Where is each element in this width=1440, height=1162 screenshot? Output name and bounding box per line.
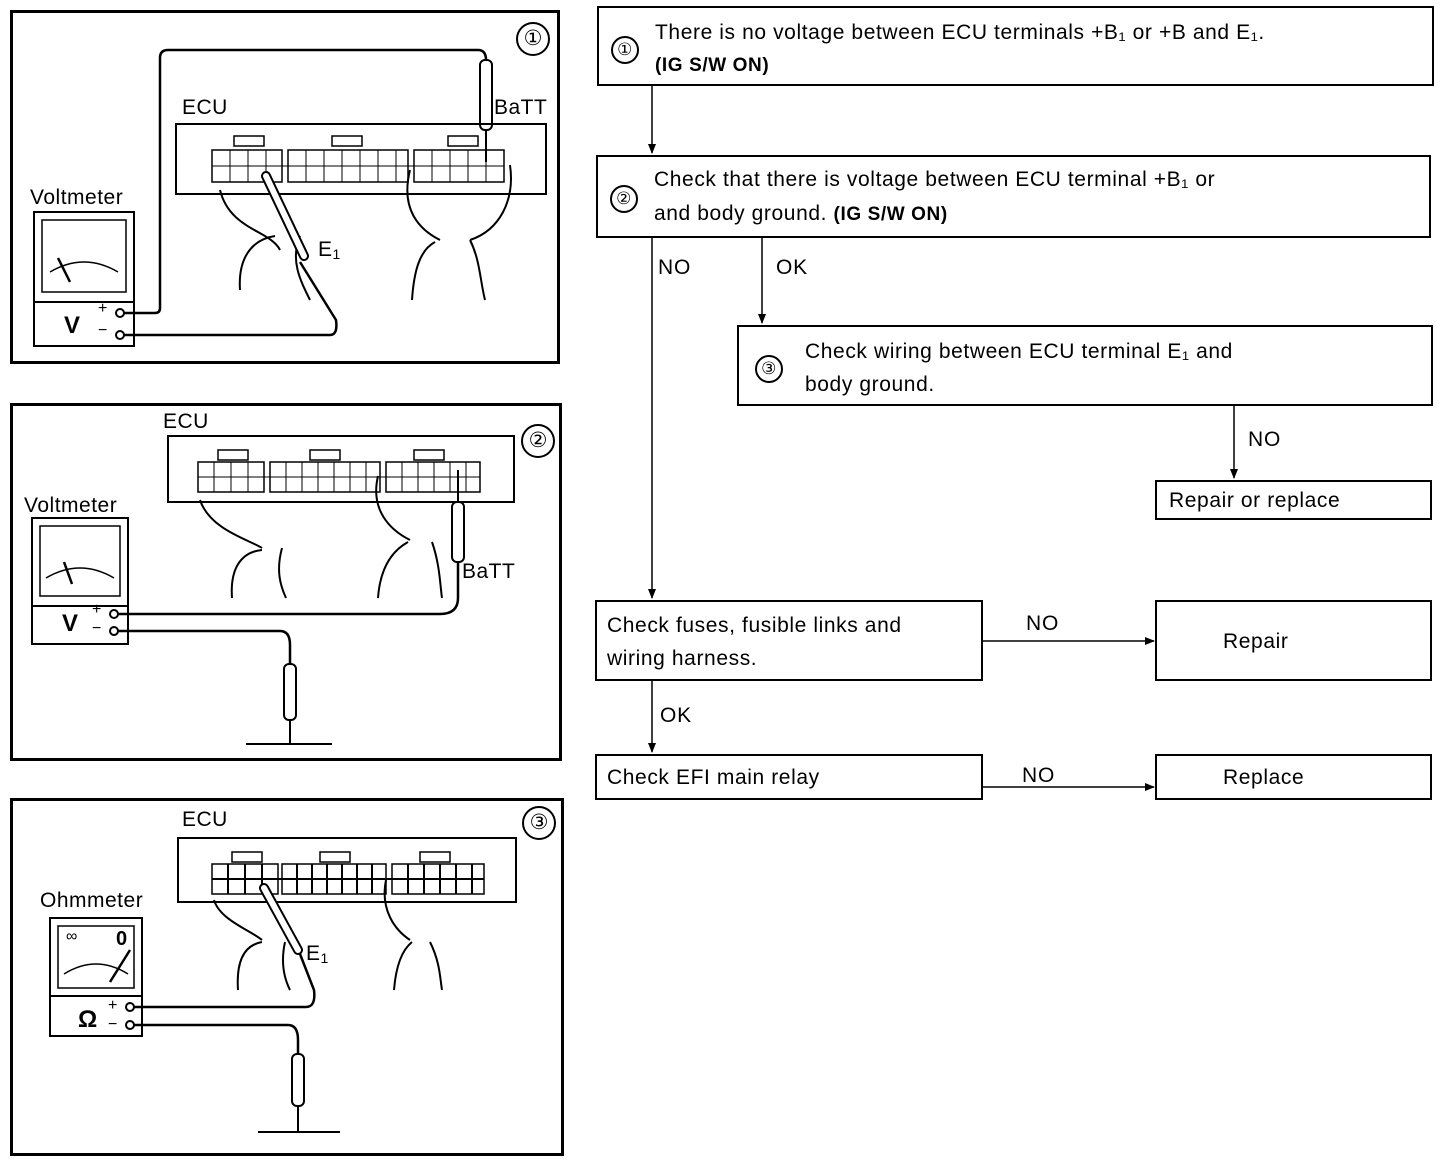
flow-step-1-box: ① There is no voltage between ECU termin… xyxy=(597,6,1434,86)
flow-step-3-box: ③ Check wiring between ECU terminal E₁ a… xyxy=(737,325,1433,406)
flow-step-1-line1: There is no voltage between ECU terminal… xyxy=(655,21,1265,44)
panel-2-minus-terminal-label: − xyxy=(92,620,102,637)
panel-3-ecu-label: ECU xyxy=(182,808,228,831)
panel-3-minus-terminal-label: − xyxy=(108,1016,118,1033)
flow-check-efi-relay-box: Check EFI main relay xyxy=(595,754,983,800)
panel-2-plus-terminal-label: + xyxy=(92,601,102,618)
flow-label-no-fuses: NO xyxy=(1026,612,1060,635)
flow-label-ok-step2: OK xyxy=(776,256,808,279)
flow-label-no-step2: NO xyxy=(658,256,692,279)
flow-check-fuses-box: Check fuses, fusible links and wiring ha… xyxy=(595,600,983,681)
panel-1-probe-leads xyxy=(124,48,493,337)
flow-step-1-number: ① xyxy=(611,36,639,64)
panel-2-probe-leads xyxy=(118,470,465,745)
panel-2-meter-symbol: V xyxy=(62,610,79,637)
flow-repair-or-replace-box: Repair or replace xyxy=(1155,480,1432,520)
panel-1-batt-label: BaTT xyxy=(494,96,548,119)
panel-2-batt-label: BaTT xyxy=(462,560,516,583)
panel-2-voltmeter-label: Voltmeter xyxy=(24,494,118,517)
panel-1-minus-terminal-label: − xyxy=(98,322,108,339)
flow-check-fuses-line1: Check fuses, fusible links and xyxy=(607,614,902,637)
panel-2-ecu-unit xyxy=(167,435,515,503)
flow-step-2-number: ② xyxy=(610,185,638,213)
flow-repair-box: Repair xyxy=(1155,600,1432,681)
panel-3-scale-infinity-label: ∞ xyxy=(66,928,78,945)
flow-repair-text: Repair xyxy=(1223,630,1289,653)
panel-3-resistance-check-illustration xyxy=(10,798,564,1156)
panel-2-voltmeter xyxy=(31,517,129,645)
panel-3-meter-symbol: Ω xyxy=(78,1006,98,1033)
flow-step-2-line2: and body ground. (IG S/W ON) xyxy=(654,202,948,225)
panel-1-voltage-check-illustration xyxy=(10,10,560,364)
panel-3-ohmmeter-label: Ohmmeter xyxy=(40,889,144,912)
flow-label-ok-fuses: OK xyxy=(660,704,692,727)
panel-3-wire-harness xyxy=(213,879,443,991)
panel-1-voltmeter-label: Voltmeter xyxy=(30,186,124,209)
panel-1-meter-symbol: V xyxy=(64,312,81,339)
flow-check-fuses-line2: wiring harness. xyxy=(607,647,758,670)
panel-3-ohmmeter xyxy=(49,917,143,1037)
panel-2-ecu-label: ECU xyxy=(163,410,209,433)
panel-3-ecu-unit xyxy=(177,837,517,903)
flow-check-efi-relay-text: Check EFI main relay xyxy=(607,766,820,789)
panel-3-number: ③ xyxy=(522,806,556,840)
panel-1-ecu-unit xyxy=(175,123,547,195)
panel-3-probe-leads xyxy=(134,883,340,1133)
panel-1-ecu-label: ECU xyxy=(182,96,228,119)
flow-step-3-line1: Check wiring between ECU terminal E₁ and xyxy=(805,340,1233,363)
flow-step-3-number: ③ xyxy=(755,355,783,383)
panel-2-number: ② xyxy=(521,424,555,458)
panel-1-plus-terminal-label: + xyxy=(98,300,108,317)
panel-2-voltage-check-illustration xyxy=(10,403,562,761)
panel-2-wire-harness xyxy=(199,475,443,599)
flow-replace-box: Replace xyxy=(1155,754,1432,800)
panel-1-e1-label: E1 xyxy=(318,238,341,262)
panel-3-e1-label: E1 xyxy=(306,942,329,966)
flow-replace-text: Replace xyxy=(1223,766,1305,789)
panel-1-number: ① xyxy=(516,22,550,56)
flow-label-no-efi: NO xyxy=(1022,764,1056,787)
panel-1-wire-harness xyxy=(219,164,512,301)
panel-3-plus-terminal-label: + xyxy=(108,997,118,1014)
panel-3-scale-zero-label: 0 xyxy=(116,928,128,950)
flow-step-2-box: ② Check that there is voltage between EC… xyxy=(596,155,1431,238)
flow-step-3-line2: body ground. xyxy=(805,373,935,396)
flow-step-2-line1: Check that there is voltage between ECU … xyxy=(654,168,1216,191)
flow-repair-or-replace-text: Repair or replace xyxy=(1169,489,1341,512)
flow-step-1-line2: (IG S/W ON) xyxy=(655,55,770,76)
flow-label-no-step3: NO xyxy=(1248,428,1282,451)
